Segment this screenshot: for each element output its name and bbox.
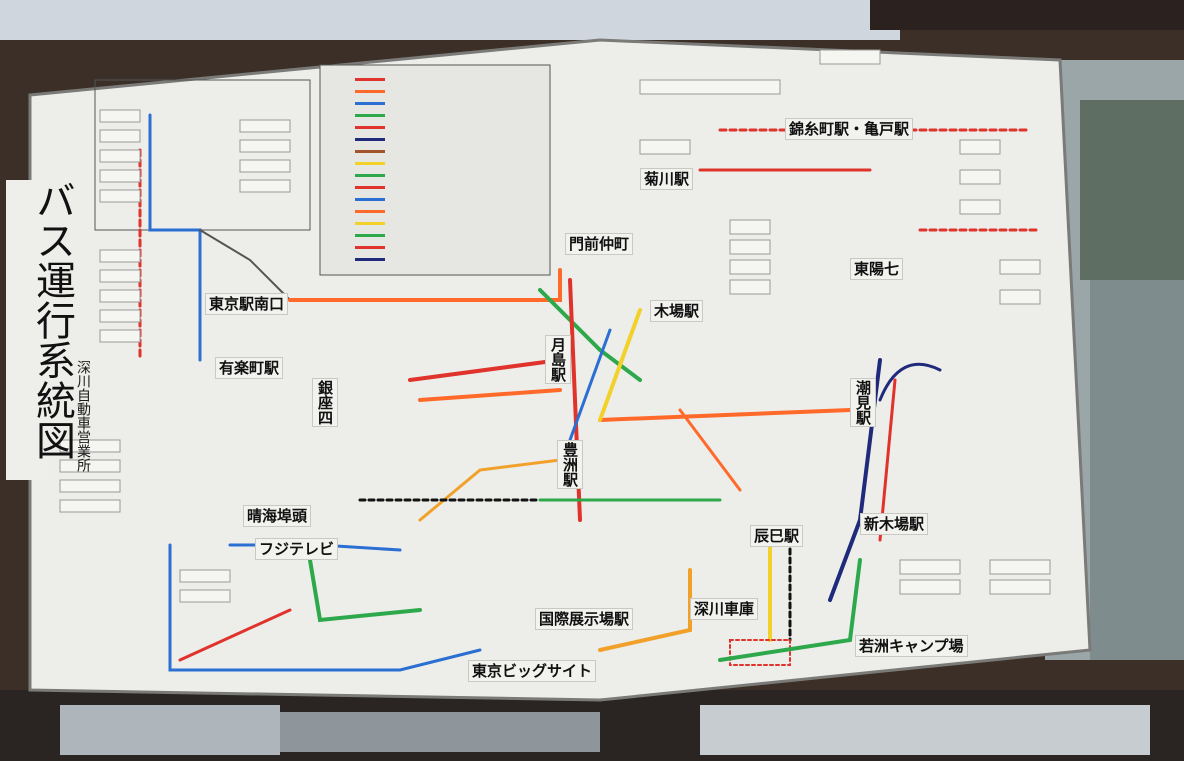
car-middle [280,712,600,752]
station-kokusai-tenjijo: 国際展示場駅 [535,608,634,630]
station-tatsumi: 辰巳駅 [750,525,804,547]
station-wakasu: 若洲キャンプ場 [855,635,968,657]
station-kiba: 木場駅 [650,300,704,322]
window-lower [1090,280,1184,660]
station-shinkiba: 新木場駅 [860,513,929,535]
station-big-sight: 東京ビッグサイト [468,660,597,682]
station-kameido: 錦糸町駅・亀戸駅 [785,118,914,140]
station-monzen: 門前仲町 [565,233,634,255]
station-toyosu: 豊洲駅 [557,440,583,489]
station-yurakucho: 有楽町駅 [215,357,284,379]
station-toyo: 東陽七 [850,258,904,280]
station-shiomi: 潮見駅 [850,378,876,427]
station-tokyo-minami: 東京駅南口 [205,293,289,315]
station-ginza4: 銀座四 [312,378,338,427]
station-kikukawa: 菊川駅 [640,168,694,190]
station-tsukishima: 月島駅 [545,335,571,384]
station-fujitv: フジテレビ [255,538,339,560]
legend-rows [355,78,385,261]
office-name: 深川自動車営業所 [75,360,91,472]
sky-top [0,0,900,40]
tree [1080,100,1184,280]
side-title-paper [6,180,48,480]
car-left [60,705,280,755]
stop-boxes [59,49,1051,603]
legend-table [319,64,551,276]
frame-top-right [870,0,1184,30]
station-fukagawa-shako: 深川車庫 [690,598,759,620]
board-title: バス運行系統図 [29,180,75,460]
station-harumi: 晴海埠頭 [243,505,312,527]
inset-map-frame [94,79,311,231]
car-right [700,705,1150,755]
